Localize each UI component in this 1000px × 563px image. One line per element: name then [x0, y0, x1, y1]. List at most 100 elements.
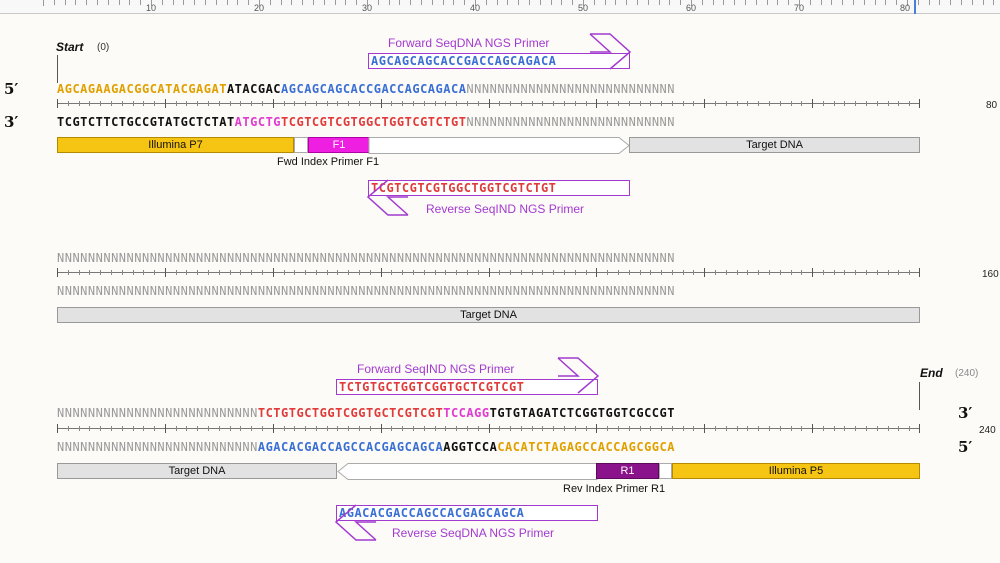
feature-illumina-p5[interactable]: Illumina P5 [672, 463, 920, 479]
sequence-ruler-tick [240, 101, 242, 106]
primer-forward-seqdna[interactable]: AGCAGCAGCACCGACCAGCAGACA [368, 53, 630, 69]
sequence-ruler-tick [855, 426, 857, 431]
sequence-ruler-tick [725, 426, 727, 431]
sequence-ruler-tick [779, 101, 781, 106]
primer-reverse-seqind[interactable]: TCGTCGTCGTGGCTGGTCGTCTGT [368, 180, 630, 196]
three-prime-label: 3′ [4, 113, 19, 131]
sequence-ruler-tick [747, 426, 749, 431]
bottom-strand-sequence-2[interactable]: NNNNNNNNNNNNNNNNNNNNNNNNNNNNNNNNNNNNNNNN… [57, 284, 675, 298]
sequence-ruler-tick [531, 270, 533, 275]
sequence-ruler-tick [143, 426, 145, 431]
sequence-ruler-tick [790, 270, 792, 275]
line-end-position-2: 160 [982, 269, 999, 280]
sequence-ruler-tick [671, 270, 673, 275]
ruler-tick [950, 0, 952, 5]
ruler-tick [561, 0, 563, 5]
ruler-tick [86, 0, 88, 5]
sequence-ruler-tick [197, 270, 199, 275]
ruler-tick [680, 0, 682, 5]
primer-reverse-seqdna[interactable]: AGACACGACCAGCCACGAGCAGCA [336, 505, 598, 521]
feature-target-dna-1[interactable]: Target DNA [629, 137, 920, 153]
top-strand-sequence-3[interactable]: NNNNNNNNNNNNNNNNNNNNNNNNNNTCTGTGCTGGTCGG… [57, 406, 675, 420]
sequence-ruler-tick [121, 101, 123, 106]
bottom-strand-sequence-3[interactable]: NNNNNNNNNNNNNNNNNNNNNNNNNNAGACACGACCAGCC… [57, 440, 675, 454]
ruler-tick [280, 0, 282, 5]
ruler-tick [323, 0, 325, 5]
sequence-ruler-tick [715, 101, 717, 106]
sequence-ruler-tick [499, 426, 501, 431]
sequence-ruler-tick [164, 268, 166, 277]
ruler-tick [820, 0, 822, 5]
feature-r1[interactable]: R1 [596, 463, 659, 479]
ruler-tick [831, 0, 833, 5]
sequence-ruler-tick [412, 101, 414, 106]
sequence-ruler-tick [110, 101, 112, 106]
feature-target-dna-3[interactable]: Target DNA [57, 463, 337, 479]
sequence-ruler-tick [154, 426, 156, 431]
sequence-ruler-tick [553, 426, 555, 431]
sequence-ruler-tick [833, 270, 835, 275]
sequence-ruler-tick [154, 270, 156, 275]
ruler-tick [583, 0, 584, 6]
primer-title-forward-seqdna: Forward SeqDNA NGS Primer [388, 36, 550, 50]
sequence-ruler-tick [866, 270, 868, 275]
sequence-ruler-tick [596, 99, 598, 108]
rev-index-primer-label: Rev Index Primer R1 [563, 483, 666, 495]
sequence-ruler-tick [121, 270, 123, 275]
ruler-tick [982, 0, 984, 5]
sequence-ruler-tick [359, 270, 361, 275]
feature-illumina-p7[interactable]: Illumina P7 [57, 137, 294, 153]
primer-forward-seqdna-sequence: AGCAGCAGCACCGACCAGCAGACA [371, 54, 557, 68]
sequence-ruler-tick [682, 426, 684, 431]
sequence-ruler-tick [833, 426, 835, 431]
sequence-ruler-tick [218, 101, 220, 106]
sequence-ruler-tick [67, 426, 69, 431]
sequence-ruler-tick [585, 426, 587, 431]
primer-forward-seqind-sequence: TCTGTGCTGGTCGGTGCTCGTCGT [339, 380, 525, 394]
sequence-ruler-tick [261, 270, 263, 275]
sequence-ruler-tick [272, 268, 274, 277]
ruler-tick [75, 0, 77, 5]
sequence-ruler-tick [315, 426, 317, 431]
top-strand-sequence-2[interactable]: NNNNNNNNNNNNNNNNNNNNNNNNNNNNNNNNNNNNNNNN… [57, 251, 675, 265]
feature-forward-arrow[interactable] [368, 137, 631, 154]
ruler-tick [205, 0, 206, 5]
sequence-ruler-tick [391, 426, 393, 431]
sequence-ruler-tick [650, 270, 652, 275]
ruler-tick [518, 0, 520, 5]
ruler-label-20: 20 [253, 3, 265, 13]
sequence-ruler-tick [607, 426, 609, 431]
line-end-position-1: 80 [986, 100, 998, 111]
ruler-label-40: 40 [469, 3, 481, 13]
top-strand-sequence-1[interactable]: AGCAGAAGACGGCATACGAGATATACGACAGCAGCAGCAC… [57, 82, 675, 96]
sequence-ruler-tick [812, 268, 814, 277]
sequence-ruler-tick [499, 270, 501, 275]
sequence-ruler-tick [412, 426, 414, 431]
sequence-ruler-tick [369, 270, 371, 275]
sequence-ruler-tick [402, 426, 404, 431]
sequence-ruler-tick [520, 426, 522, 431]
ruler-tick [118, 0, 120, 5]
sequence-ruler-tick [143, 270, 145, 275]
ruler-cursor[interactable] [914, 0, 916, 14]
sequence-ruler-tick [67, 270, 69, 275]
ruler-label-60: 60 [685, 3, 697, 13]
sequence-ruler-tick [639, 270, 641, 275]
sequence-ruler-tick [628, 101, 630, 106]
feature-target-dna-2[interactable]: Target DNA [57, 307, 920, 323]
sequence-ruler-tick [143, 101, 145, 106]
top-ruler[interactable]: 10 20 30 40 50 60 70 80 [0, 0, 1000, 14]
sequence-ruler-tick [121, 426, 123, 431]
sequence-ruler-tick [693, 270, 695, 275]
sequence-ruler-tick [768, 426, 770, 431]
feature-reverse-arrow[interactable] [336, 463, 598, 480]
ruler-tick [637, 0, 638, 5]
feature-f1[interactable]: F1 [308, 137, 370, 153]
bottom-strand-sequence-1[interactable]: TCGTCTTCTGCCGTATGCTCTATATGCTGTCGTCGTCGTG… [57, 115, 675, 129]
ruler-tick [313, 0, 314, 5]
sequence-ruler-tick [898, 101, 900, 106]
ruler-tick [53, 0, 55, 5]
sequence-ruler-tick [617, 426, 619, 431]
primer-forward-seqind[interactable]: TCTGTGCTGGTCGGTGCTCGTCGT [336, 379, 598, 395]
sequence-ruler-tick [391, 101, 393, 106]
